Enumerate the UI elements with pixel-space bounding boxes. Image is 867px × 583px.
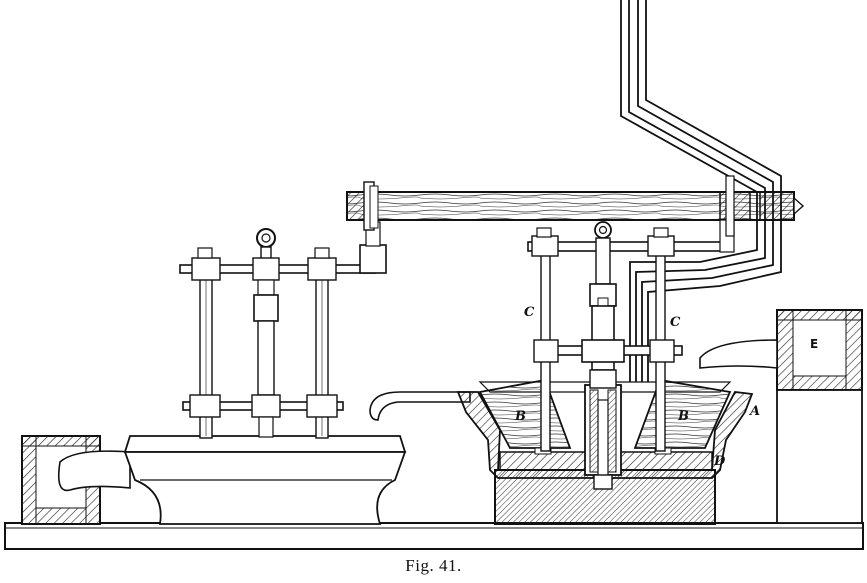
label-e: E	[810, 337, 818, 351]
right-hatched-box: E	[699, 309, 863, 524]
inlet-chute	[369, 391, 471, 421]
wooden-beam	[346, 181, 805, 231]
base-plate	[4, 522, 864, 550]
left-hatched-box	[21, 435, 131, 525]
label-b-left: B	[514, 409, 526, 424]
label-d: D	[713, 454, 726, 469]
left-press-frame	[179, 221, 387, 439]
label-c-left: C	[524, 305, 535, 320]
label-b-right: B	[677, 409, 689, 424]
label-a: A	[748, 404, 760, 419]
left-basin	[123, 435, 407, 525]
figure-caption: Fig. 41.	[405, 556, 462, 575]
right-mill	[456, 378, 754, 525]
label-c-right: C	[670, 315, 681, 330]
right-mill-frame	[527, 175, 735, 452]
